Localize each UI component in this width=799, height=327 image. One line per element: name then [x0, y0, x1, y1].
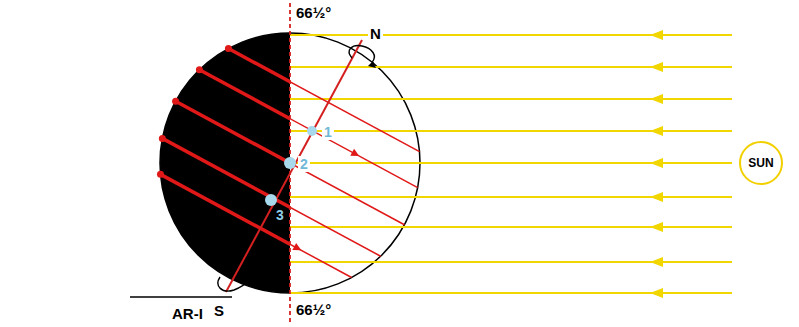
latitude-line-night: [199, 70, 290, 188]
ray-arrowhead: [650, 288, 663, 298]
rotation-arrow: [218, 277, 252, 291]
point-dot: [265, 194, 277, 206]
sun-rays: [290, 30, 732, 298]
earth-axis: [226, 40, 362, 292]
sun-ray: [290, 292, 732, 294]
latitude-arrowhead: [292, 243, 301, 250]
latitude-line: [199, 70, 417, 188]
figure-code: AR-I: [170, 305, 205, 322]
rule-line: [130, 296, 232, 298]
rotation-arrow: [349, 46, 374, 62]
sun-circle: SUN: [739, 141, 783, 185]
latitude-line: [162, 138, 380, 256]
point-number: 1: [322, 124, 334, 140]
ray-arrowhead: [650, 222, 663, 232]
sun-ray: [290, 98, 732, 100]
point-dot: [284, 157, 296, 169]
sun-ray: [290, 162, 732, 164]
latitude-arrowhead: [350, 149, 359, 156]
point-number: 2: [298, 156, 310, 172]
latitude-dot: [225, 45, 232, 52]
ray-arrowhead: [650, 30, 663, 40]
ray-arrowhead: [650, 62, 663, 72]
latitude-line-night: [162, 138, 290, 256]
latitude-line-night: [160, 174, 290, 277]
latitude-line: [160, 174, 351, 277]
angle-label: 66½°: [294, 301, 333, 318]
ray-arrowhead: [650, 94, 663, 104]
sun-ray: [290, 34, 732, 36]
ray-arrowhead: [650, 192, 663, 202]
latitude-dot: [196, 66, 203, 73]
sun-ray: [290, 196, 732, 198]
ray-arrowhead: [650, 158, 663, 168]
point-markers: [265, 126, 317, 206]
node-text: SUN: [748, 156, 773, 170]
point-dot: [307, 126, 317, 136]
sun-ray: [290, 226, 732, 228]
sun-ray: [290, 130, 732, 132]
rotation-arrowhead: [368, 61, 376, 68]
latitude-dot: [157, 171, 164, 178]
pole-label: N: [368, 25, 383, 42]
ray-arrowhead: [650, 257, 663, 267]
pole-label: S: [212, 302, 226, 319]
latitude-lines: [157, 45, 420, 277]
sun-ray: [290, 66, 732, 68]
angle-label: 66½°: [294, 4, 333, 21]
ray-arrowhead: [650, 126, 663, 136]
latitude-dot: [159, 135, 166, 142]
latitude-dot: [172, 98, 179, 105]
rotation-arrowhead: [248, 276, 255, 283]
point-number: 3: [274, 207, 286, 223]
sun-ray: [290, 261, 732, 263]
